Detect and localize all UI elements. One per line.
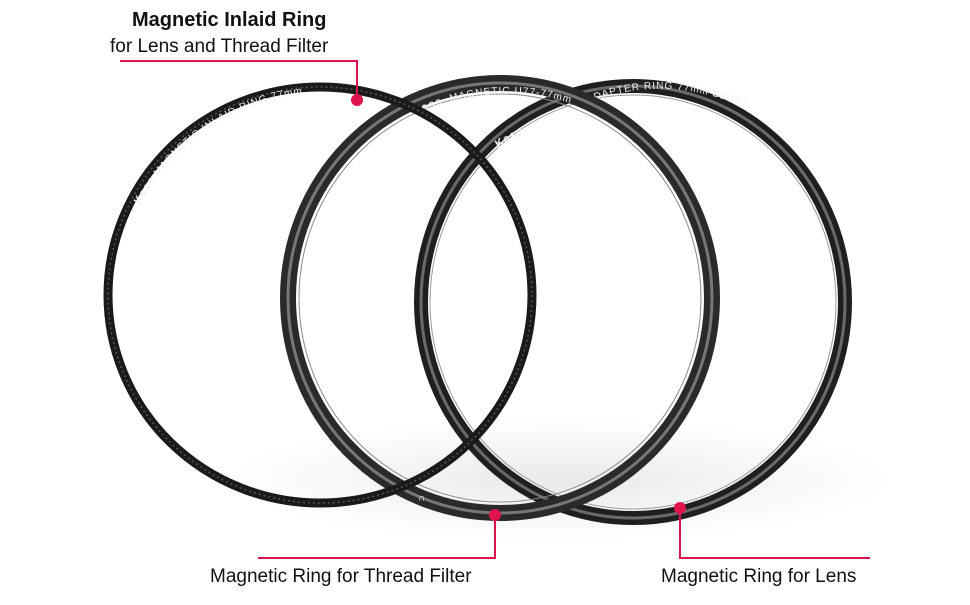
inlaid-ring-notch: ∩ (418, 493, 426, 504)
inlaid-ring-title: Magnetic Inlaid Ring (132, 9, 327, 31)
lens-ring: Kase DAPTER RING 77mm BJG02 (414, 79, 852, 525)
lens-callout-dot (674, 502, 686, 514)
inlaid-callout-dot (351, 94, 363, 106)
lens-ring-label: Magnetic Ring for Lens (661, 566, 857, 587)
inlaid-ring-subtitle: for Lens and Thread Filter (110, 36, 329, 57)
callout-lines (120, 60, 870, 559)
thread-callout-dot (489, 509, 501, 521)
inlaid-ring-engraving: MAGNETIC INLAID RING 77mm (152, 86, 304, 178)
thread-filter-ring-label: Magnetic Ring for Thread Filter (210, 566, 472, 587)
ground-shadow (230, 420, 890, 540)
